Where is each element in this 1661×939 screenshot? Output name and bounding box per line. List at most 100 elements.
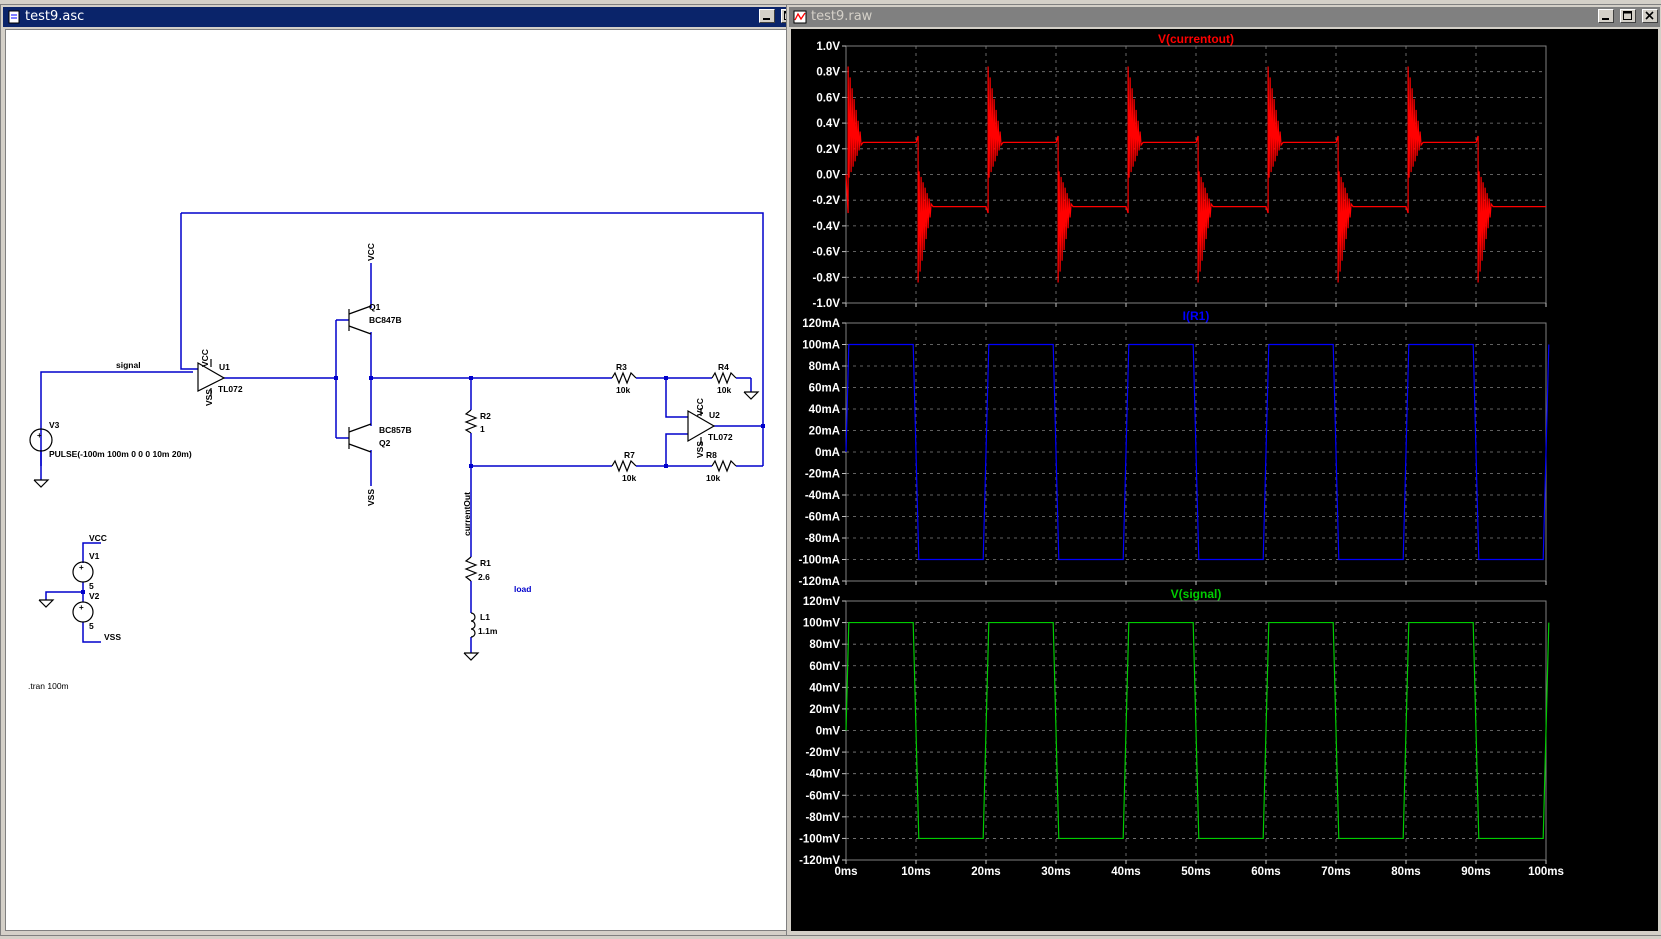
y-tick-label: -80mV <box>805 812 840 824</box>
v2-name: V2 <box>89 591 100 601</box>
l1-name: L1 <box>480 612 490 622</box>
waveform-maximize-button[interactable] <box>1619 9 1636 23</box>
y-tick-label: 0mV <box>816 726 841 738</box>
net-label-currentout: currentOut <box>462 492 472 536</box>
schematic-minimize-button[interactable] <box>758 9 775 23</box>
v1-vcc-label: VCC <box>89 533 107 543</box>
y-tick-label: 0.4V <box>816 118 840 130</box>
r1-value: 2.6 <box>478 572 490 582</box>
q2-vss-label: VSS <box>366 489 376 506</box>
x-tick-label: 80ms <box>1391 866 1420 878</box>
trace-title[interactable]: V(currentout) <box>1158 32 1234 46</box>
y-tick-label: 120mV <box>803 596 840 608</box>
schematic-drawing: + + + signal VCC VSS U1 TL072 VCC Q1 BC8… <box>28 212 765 691</box>
trace-line[interactable] <box>845 343 1550 561</box>
y-tick-label: -60mA <box>805 512 840 524</box>
spice-directive: .tran 100m <box>28 681 69 691</box>
y-tick-label: -60mV <box>805 790 840 802</box>
y-tick-label: -120mV <box>799 855 840 867</box>
y-tick-label: -0.2V <box>813 195 841 207</box>
r7-value: 10k <box>622 473 636 483</box>
u1-name: U1 <box>219 362 230 372</box>
l1-value: 1.1m <box>478 626 498 636</box>
v1-name: V1 <box>89 551 100 561</box>
x-tick-label: 30ms <box>1041 866 1070 878</box>
r4-value: 10k <box>717 385 731 395</box>
r2-value: 1 <box>480 424 485 434</box>
y-tick-label: 0.2V <box>816 144 840 156</box>
v1-value: 5 <box>89 581 94 591</box>
y-tick-label: 40mA <box>809 404 840 416</box>
y-tick-label: 1.0V <box>816 41 840 53</box>
r8-value: 10k <box>706 473 720 483</box>
q1-name: Q1 <box>369 302 381 312</box>
v2-value: 5 <box>89 621 94 631</box>
schematic-title: test9.asc <box>25 9 85 24</box>
waveform-close-button[interactable] <box>1642 9 1658 23</box>
x-tick-label: 10ms <box>901 866 930 878</box>
y-tick-label: -40mV <box>805 769 840 781</box>
u2-vcc-label: VCC <box>695 398 705 416</box>
waveform-minimize-button[interactable] <box>1597 9 1614 23</box>
y-tick-label: -0.6V <box>813 247 841 259</box>
net-label-load: load <box>514 584 531 594</box>
u1-model: TL072 <box>218 384 243 394</box>
waveform-pane[interactable]: V(signal)120mV100mV80mV60mV40mV20mV0mV-2… <box>799 587 1550 867</box>
q1-model: BC847B <box>369 315 402 325</box>
y-tick-label: 0mA <box>815 447 840 459</box>
y-tick-label: 100mV <box>803 618 840 630</box>
minimize-icon <box>762 18 770 20</box>
waveform-titlebar[interactable]: test9.raw <box>789 7 1660 27</box>
v3-value: PULSE(-100m 100m 0 0 0 10m 20m) <box>49 449 192 459</box>
r8-name: R8 <box>706 450 717 460</box>
u1-vcc-label: VCC <box>200 349 210 367</box>
svg-text:+: + <box>79 563 84 572</box>
x-tick-label: 40ms <box>1111 866 1140 878</box>
y-tick-label: -20mV <box>805 747 840 759</box>
x-tick-label: 50ms <box>1181 866 1210 878</box>
waveform-pane[interactable]: V(currentout)1.0V0.8V0.6V0.4V0.2V0.0V-0.… <box>813 32 1547 310</box>
trace-title[interactable]: I(R1) <box>1183 309 1210 323</box>
y-tick-label: 0.0V <box>816 170 840 182</box>
schematic-canvas[interactable]: + + + signal VCC VSS U1 TL072 VCC Q1 BC8… <box>5 29 819 931</box>
v3-plus-sign: + <box>37 431 42 440</box>
y-tick-label: -0.8V <box>813 272 841 284</box>
q2-model: BC857B <box>379 425 412 435</box>
minimize-icon <box>1601 18 1609 20</box>
x-tick-label: 70ms <box>1321 866 1350 878</box>
u2-vss-label: VSS <box>695 441 705 458</box>
v3-name: V3 <box>49 420 60 430</box>
y-tick-label: 60mV <box>809 661 840 673</box>
r2-name: R2 <box>480 411 491 421</box>
waveform-title: test9.raw <box>811 9 873 24</box>
trace-line[interactable] <box>845 621 1550 840</box>
waveform-pane[interactable]: I(R1)120mA100mA80mA60mA40mA20mA0mA-20mA-… <box>798 309 1550 588</box>
y-tick-label: 80mV <box>809 639 840 651</box>
y-tick-label: -40mA <box>805 490 840 502</box>
close-icon <box>1645 11 1654 20</box>
u2-name: U2 <box>709 410 720 420</box>
y-tick-label: -100mV <box>799 833 840 845</box>
v2-vss-label: VSS <box>104 632 121 642</box>
x-tick-label: 20ms <box>971 866 1000 878</box>
u2-model: TL072 <box>708 432 733 442</box>
r3-name: R3 <box>616 362 627 372</box>
y-tick-label: 0.6V <box>816 92 840 104</box>
q1-vcc-label: VCC <box>366 243 376 261</box>
y-tick-label: 80mA <box>809 361 840 373</box>
x-tick-label: 90ms <box>1461 866 1490 878</box>
r3-value: 10k <box>616 385 630 395</box>
y-tick-label: -100mA <box>798 555 840 567</box>
trace-title[interactable]: V(signal) <box>1171 587 1222 601</box>
y-tick-label: 100mA <box>802 340 840 352</box>
y-tick-label: 40mV <box>809 682 840 694</box>
q2-name: Q2 <box>379 438 391 448</box>
y-tick-label: -120mA <box>798 576 840 588</box>
maximize-icon <box>1622 11 1632 20</box>
schematic-titlebar[interactable]: test9.asc <box>3 7 821 27</box>
r4-name: R4 <box>718 362 729 372</box>
x-tick-label: 100ms <box>1528 866 1564 878</box>
trace-line[interactable] <box>845 66 1546 283</box>
net-label-signal: signal <box>116 360 141 370</box>
